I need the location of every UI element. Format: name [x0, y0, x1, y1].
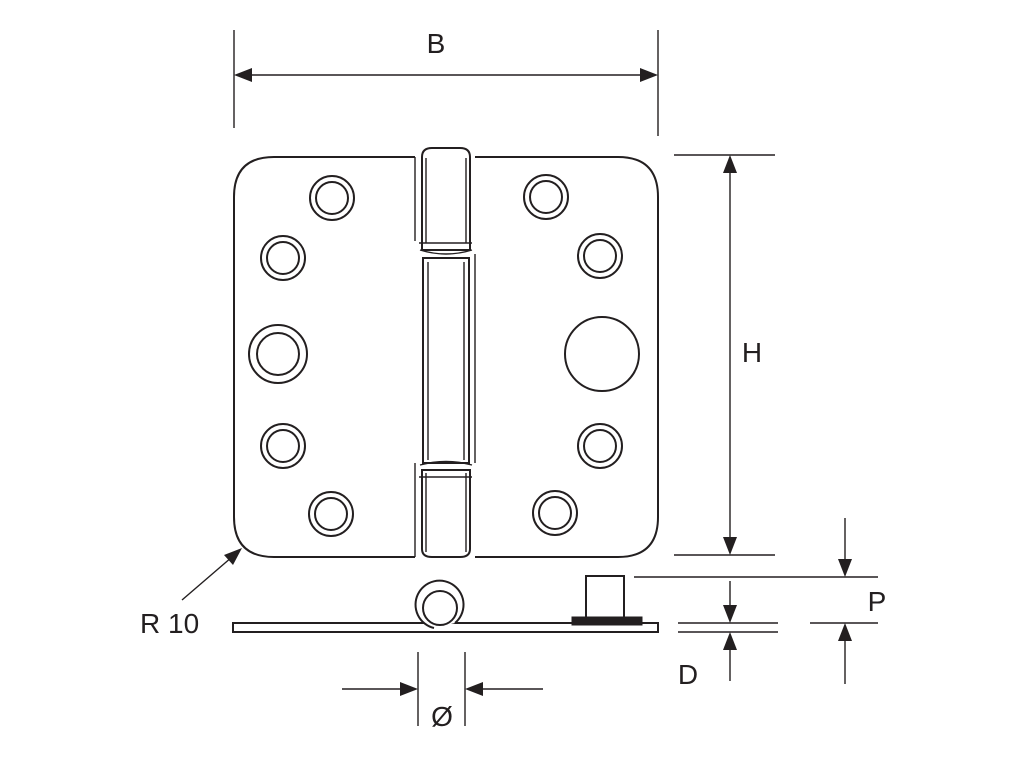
height-label: H — [742, 337, 762, 368]
hinge-knuckle — [419, 147, 473, 558]
dimension-width: B — [233, 28, 659, 136]
screw-holes-left — [248, 175, 355, 537]
screw-hole — [577, 233, 623, 279]
dimension-pin-height: P — [634, 518, 886, 684]
width-label: B — [427, 28, 446, 59]
knuckle-section — [414, 579, 465, 629]
diameter-label: Ø — [431, 701, 453, 732]
right-leaf — [475, 156, 659, 558]
screw-hole — [260, 423, 306, 469]
hinge-front-view — [233, 147, 659, 558]
hinge-side-view — [232, 575, 659, 633]
radius-label: R 10 — [140, 608, 199, 639]
screw-holes-right — [523, 174, 640, 536]
security-pin-hole — [564, 316, 640, 392]
screw-hole — [260, 235, 306, 281]
thickness-label: D — [678, 659, 698, 690]
screw-hole — [532, 490, 578, 536]
screw-hole — [577, 423, 623, 469]
screw-hole — [309, 175, 355, 221]
screw-hole — [248, 324, 308, 384]
dimension-thickness: D — [678, 581, 778, 690]
dimension-diameter: Ø — [342, 652, 543, 732]
security-pin-section — [571, 575, 643, 626]
left-leaf — [233, 156, 415, 558]
dimension-height: H — [674, 154, 775, 556]
pin-height-label: P — [868, 586, 887, 617]
radius-callout: R 10 — [140, 548, 242, 639]
screw-hole — [523, 174, 569, 220]
screw-hole — [308, 491, 354, 537]
